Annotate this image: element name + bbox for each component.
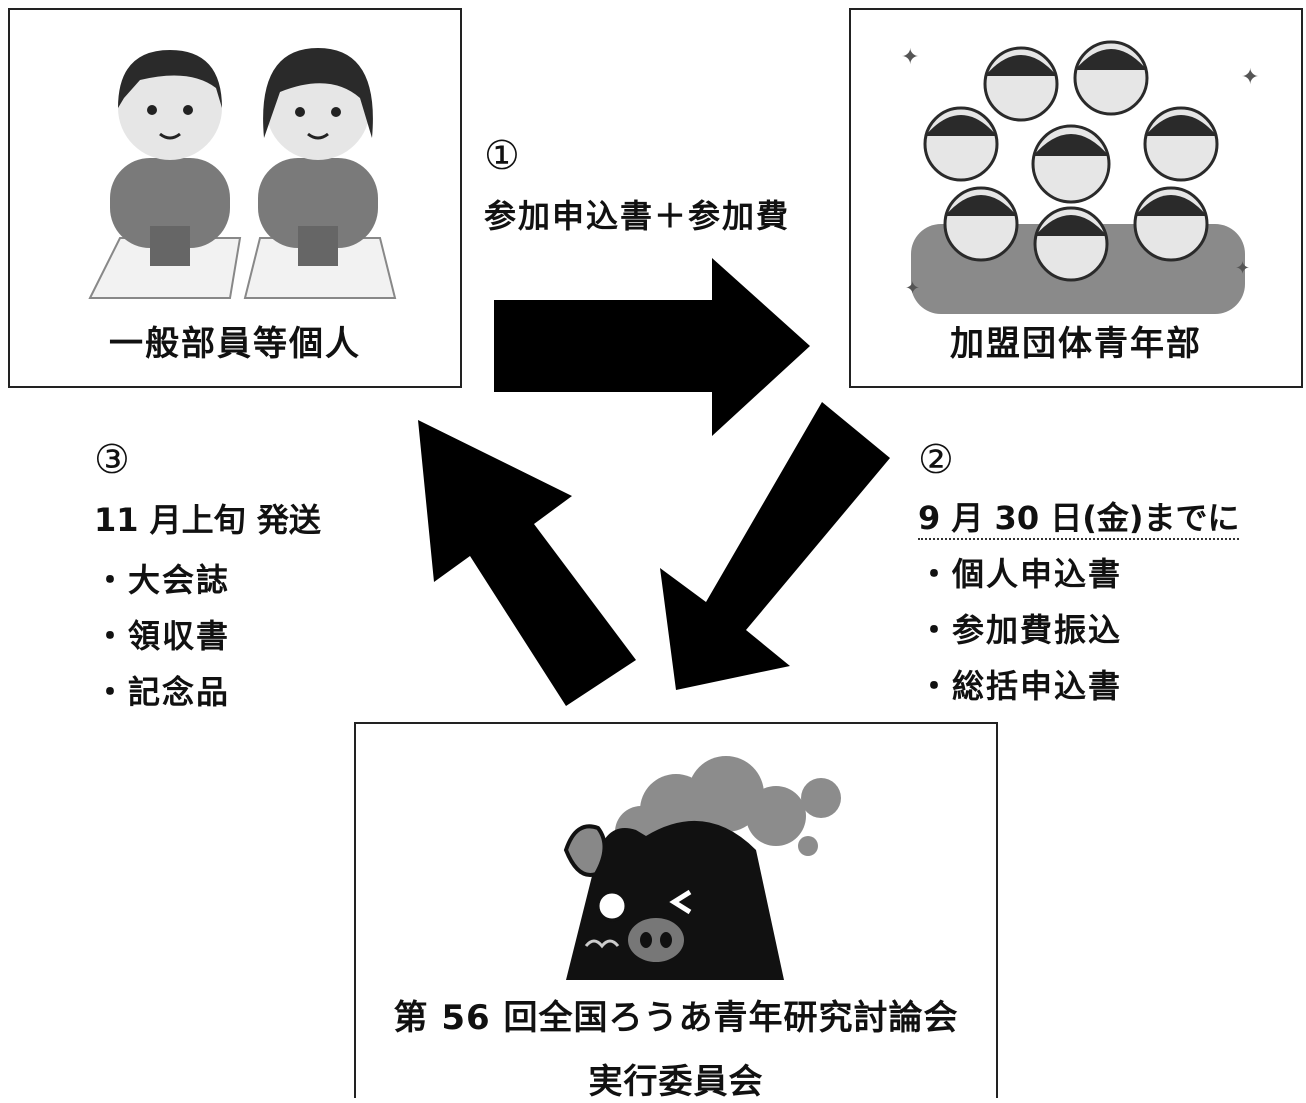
step1-number: ① bbox=[484, 133, 520, 179]
step3-item: ・領収書 bbox=[94, 617, 231, 655]
committee-box: 第 56 回全国ろうあ青年研究討論会 実行委員会 bbox=[354, 722, 998, 1102]
step1-text: 参加申込書＋参加費 bbox=[484, 197, 791, 235]
step2-item: ・総括申込書 bbox=[918, 667, 1123, 705]
individual-box: 一般部員等個人 bbox=[8, 8, 462, 388]
group-box: ✦ ✦ ✦ ✦ 加盟団体青年部 bbox=[849, 8, 1303, 388]
step2-items-list: ・個人申込書 ・参加費振込 ・総括申込書 bbox=[918, 546, 1122, 714]
svg-text:✦: ✦ bbox=[901, 45, 919, 70]
two-people-typing-illustration bbox=[88, 48, 397, 299]
arrow-individual-to-group bbox=[494, 258, 810, 436]
svg-text:✦: ✦ bbox=[905, 278, 920, 299]
step2-number: ② bbox=[918, 437, 954, 483]
arrow-group-to-committee bbox=[660, 402, 890, 690]
arrow-committee-to-individual bbox=[418, 420, 636, 706]
step3-heading: 11 月上旬 発送 bbox=[94, 501, 321, 539]
cheering-group-illustration: ✦ ✦ ✦ ✦ bbox=[901, 40, 1259, 314]
svg-text:✦: ✦ bbox=[1241, 65, 1259, 90]
step3-item: ・大会誌 bbox=[94, 561, 231, 599]
committee-title: 第 56 回全国ろうあ青年研究討論会 bbox=[393, 998, 959, 1038]
svg-text:✦: ✦ bbox=[1235, 258, 1250, 279]
committee-subtitle: 実行委員会 bbox=[588, 1062, 764, 1102]
step2-item: ・個人申込書 bbox=[918, 555, 1123, 593]
individual-label: 一般部員等個人 bbox=[109, 324, 361, 364]
step2-item: ・参加費振込 bbox=[918, 611, 1123, 649]
step3-item: ・記念品 bbox=[94, 673, 231, 711]
boar-volcano-mascot-logo bbox=[563, 756, 841, 980]
step3-items-list: ・大会誌 ・領収書 ・記念品 bbox=[94, 552, 230, 720]
step2-deadline: 9 月 30 日(金)までに bbox=[918, 498, 1240, 540]
group-label: 加盟団体青年部 bbox=[950, 324, 1202, 364]
step3-number: ③ bbox=[94, 437, 130, 483]
